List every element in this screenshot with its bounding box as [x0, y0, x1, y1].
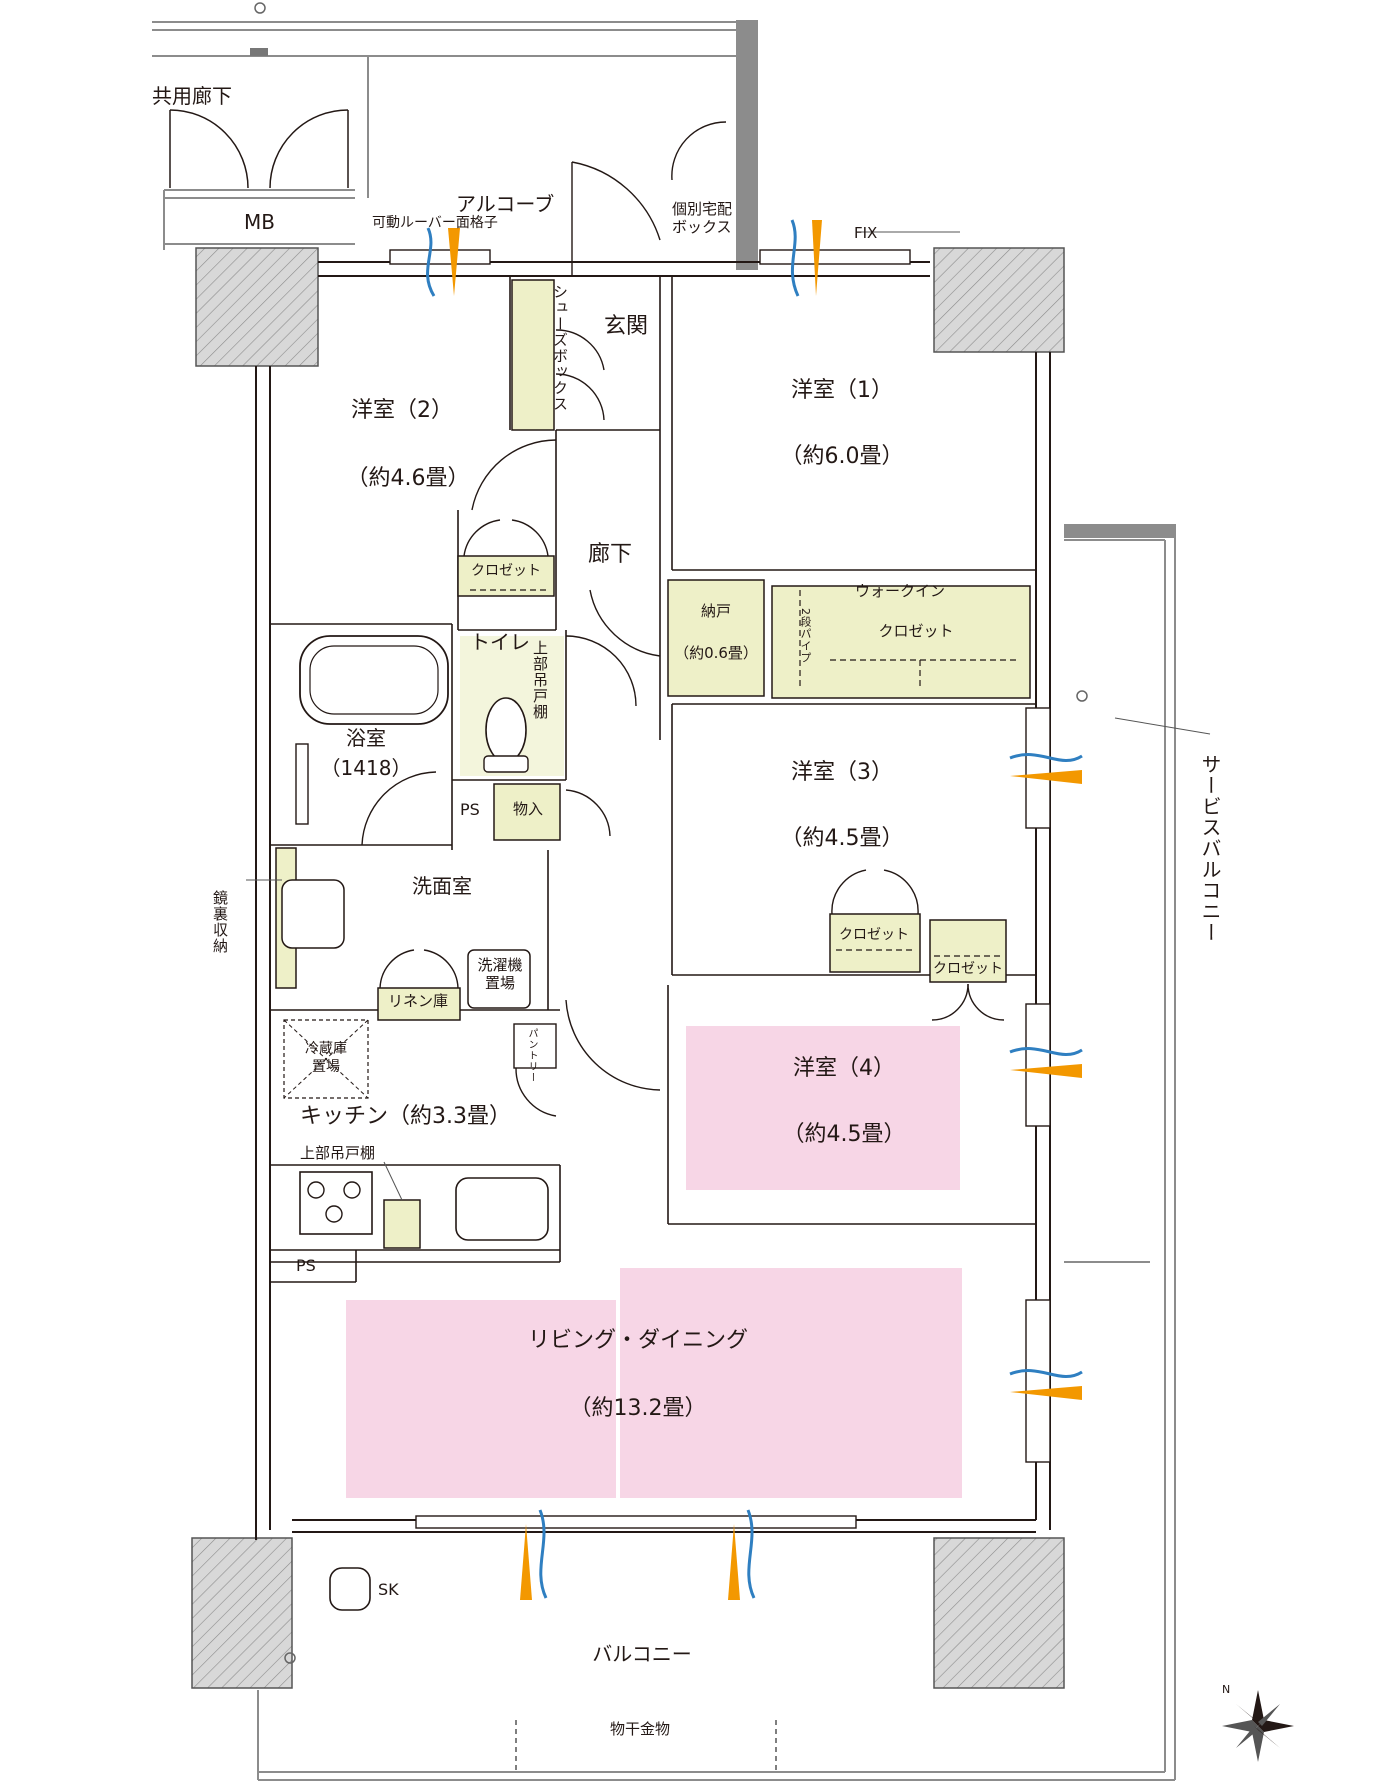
kitchen-sink: [455, 1177, 549, 1241]
linen-cabinet: [377, 987, 461, 1021]
label-room3-closet: クロゼット: [839, 927, 909, 943]
balcony-railing: [257, 1690, 1175, 1781]
label-room4-size: （約4.5畳）: [782, 1122, 906, 1147]
drain-symbol-south: [284, 1652, 296, 1664]
column-se: [933, 1537, 1065, 1689]
bathtub: [299, 635, 449, 725]
upper-cabinet-kitchen: [383, 1199, 421, 1249]
toilet-bowl: [485, 697, 527, 763]
meter-symbol: [250, 48, 268, 56]
label-bathroom-size: （1418）: [320, 756, 412, 780]
label-storage-room: 納戸: [700, 602, 732, 620]
label-mirror-storage: 鏡裏収納: [211, 890, 229, 954]
service-balcony-leader: [1114, 717, 1211, 735]
label-fix: FIX: [854, 224, 878, 242]
service-balcony-cap: [1064, 524, 1176, 538]
label-delivery-box: 個別宅配ボックス: [672, 200, 733, 236]
service-balcony-railing: [1064, 529, 1176, 1780]
label-washroom: 洗面室: [412, 874, 472, 898]
pantry-cabinet: [513, 1023, 557, 1069]
label-pantry: パントリー: [526, 1028, 537, 1083]
label-room2-name: 洋室（2）: [351, 398, 453, 423]
label-shoe-box: シューズボックス: [551, 284, 569, 412]
label-toilet: トイレ: [470, 630, 530, 654]
label-kitchen: キッチン（約3.3畳）: [300, 1104, 511, 1129]
column-ne: [933, 247, 1065, 353]
label-room1-size: （約6.0畳）: [780, 444, 904, 469]
label-ps-1: PS: [460, 800, 480, 819]
label-bathroom: 浴室: [346, 726, 386, 750]
label-walkin-1: ウォークイン: [854, 582, 946, 600]
toilet-tank: [483, 755, 529, 773]
label-balcony: バルコニー: [592, 1642, 692, 1666]
stove: [299, 1171, 373, 1235]
living-highlight-right: [620, 1268, 962, 1498]
shoe-box-cabinet: [511, 279, 555, 431]
label-corridor: 廊下: [588, 542, 633, 567]
windows: [389, 249, 1051, 1529]
drain-symbol-east: [1076, 690, 1088, 702]
label-clothes-hanger: 物干金物: [609, 1720, 671, 1738]
fridge-space: [283, 1019, 369, 1099]
column-top-right: [736, 20, 758, 270]
label-room2-size: （約4.6畳）: [346, 466, 470, 491]
bath-bench: [295, 743, 309, 825]
bathtub-inner: [309, 645, 439, 715]
mb-doors: [169, 109, 349, 189]
storage-fills: [275, 279, 1031, 1249]
label-entrance: 玄関: [604, 314, 649, 339]
label-room3-name: 洋室（3）: [791, 760, 893, 785]
label-louver: 可動ルーバー面格子: [372, 215, 498, 231]
label-ps-2: PS: [296, 1256, 316, 1275]
compass-rose: [1222, 1690, 1294, 1762]
living-highlight-left: [346, 1300, 616, 1498]
label-room3-size: （約4.5畳）: [780, 826, 904, 851]
label-north: N: [1222, 1683, 1231, 1696]
room3-closet: [829, 913, 921, 973]
label-fridge-2: 置場: [312, 1059, 340, 1075]
washer-pan: [467, 949, 531, 1009]
label-room4-closet: クロゼット: [933, 961, 1003, 977]
label-linen: リネン庫: [387, 992, 449, 1010]
label-two-tier-pipe: 2段パイプ: [799, 608, 812, 664]
column-sw: [191, 1537, 293, 1689]
label-upper-cabinet-vertical: 上部吊戸棚: [531, 640, 549, 720]
label-room1-name: 洋室（1）: [791, 378, 893, 403]
nando-storage: [667, 579, 765, 697]
washbasin: [281, 879, 345, 949]
label-upper-cabinet: 上部吊戸棚: [300, 1144, 376, 1162]
drain-symbol-top: [254, 2, 266, 14]
label-sk: SK: [378, 1580, 399, 1599]
leader-lines: [246, 231, 960, 1201]
door-swings: [361, 121, 1005, 1117]
label-living-name: リビング・ダイニング: [527, 1328, 749, 1353]
label-washer-2: 置場: [484, 974, 516, 992]
label-storage: 物入: [512, 800, 544, 818]
room4-closet: [929, 919, 1007, 983]
fridge-cross: [283, 1019, 369, 1099]
label-room2-closet: クロゼット: [471, 563, 541, 579]
walkin-closet: [771, 585, 1031, 699]
label-washer-1: 洗濯機: [477, 956, 523, 974]
closet-rails: [470, 589, 1020, 957]
label-service-balcony: サービスバルコニー: [1198, 754, 1222, 943]
stove-burners: [307, 1181, 361, 1223]
ventilation-marks: [426, 219, 1083, 1600]
label-living-size: （約13.2畳）: [569, 1396, 707, 1421]
label-common-corridor: 共用廊下: [152, 84, 232, 108]
label-mb: MB: [244, 210, 275, 234]
column-nw: [195, 247, 319, 367]
storage-cabinet: [493, 783, 561, 841]
label-room4-name: 洋室（4）: [793, 1056, 895, 1081]
room4-highlight: [686, 1026, 960, 1190]
room2-closet: [457, 555, 555, 597]
label-storage-room-size: （約0.6畳）: [674, 644, 758, 662]
label-alcove: アルコーブ: [456, 192, 555, 216]
label-fridge-1: 冷蔵庫: [305, 1041, 347, 1057]
slop-sink: [329, 1567, 371, 1611]
label-walkin-2: クロゼット: [878, 622, 954, 640]
